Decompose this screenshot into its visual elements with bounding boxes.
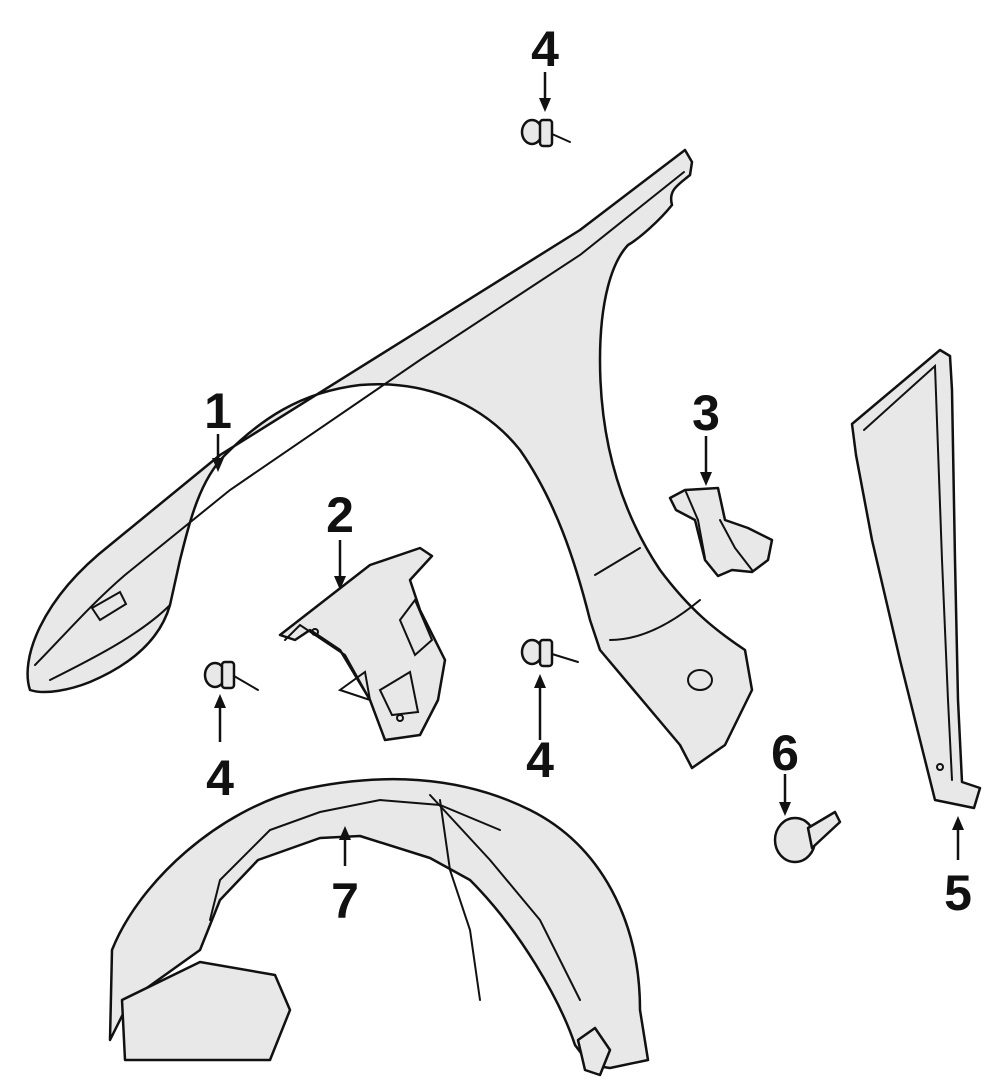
arrow-4b: [214, 694, 226, 708]
bracket-part: [278, 546, 447, 742]
callout-6: 6: [771, 725, 799, 781]
bolt-middle: [520, 638, 579, 668]
arrow-4a: [539, 98, 551, 112]
callout-4-left: 4: [206, 750, 234, 806]
arrow-2: [334, 576, 346, 590]
callout-7: 7: [331, 873, 359, 929]
arrow-3: [700, 472, 712, 486]
insulator-part: [668, 486, 774, 578]
callout-2: 2: [326, 487, 354, 543]
seal-part: [850, 348, 982, 810]
fender-liner-part: [108, 777, 650, 1077]
callout-4-top: 4: [531, 21, 559, 77]
callout-4-middle: 4: [526, 732, 554, 788]
arrow-4c: [534, 674, 546, 688]
arrow-1: [212, 458, 224, 472]
bolt-left: [203, 660, 259, 691]
bolt-top: [520, 118, 571, 148]
arrow-6: [779, 802, 791, 816]
fender-part: [26, 148, 754, 770]
arrow-5: [952, 816, 964, 830]
retainer-part: [773, 810, 842, 864]
callout-5: 5: [944, 865, 972, 921]
callout-1: 1: [204, 383, 232, 439]
callout-3: 3: [692, 385, 720, 441]
arrow-7: [339, 826, 351, 840]
